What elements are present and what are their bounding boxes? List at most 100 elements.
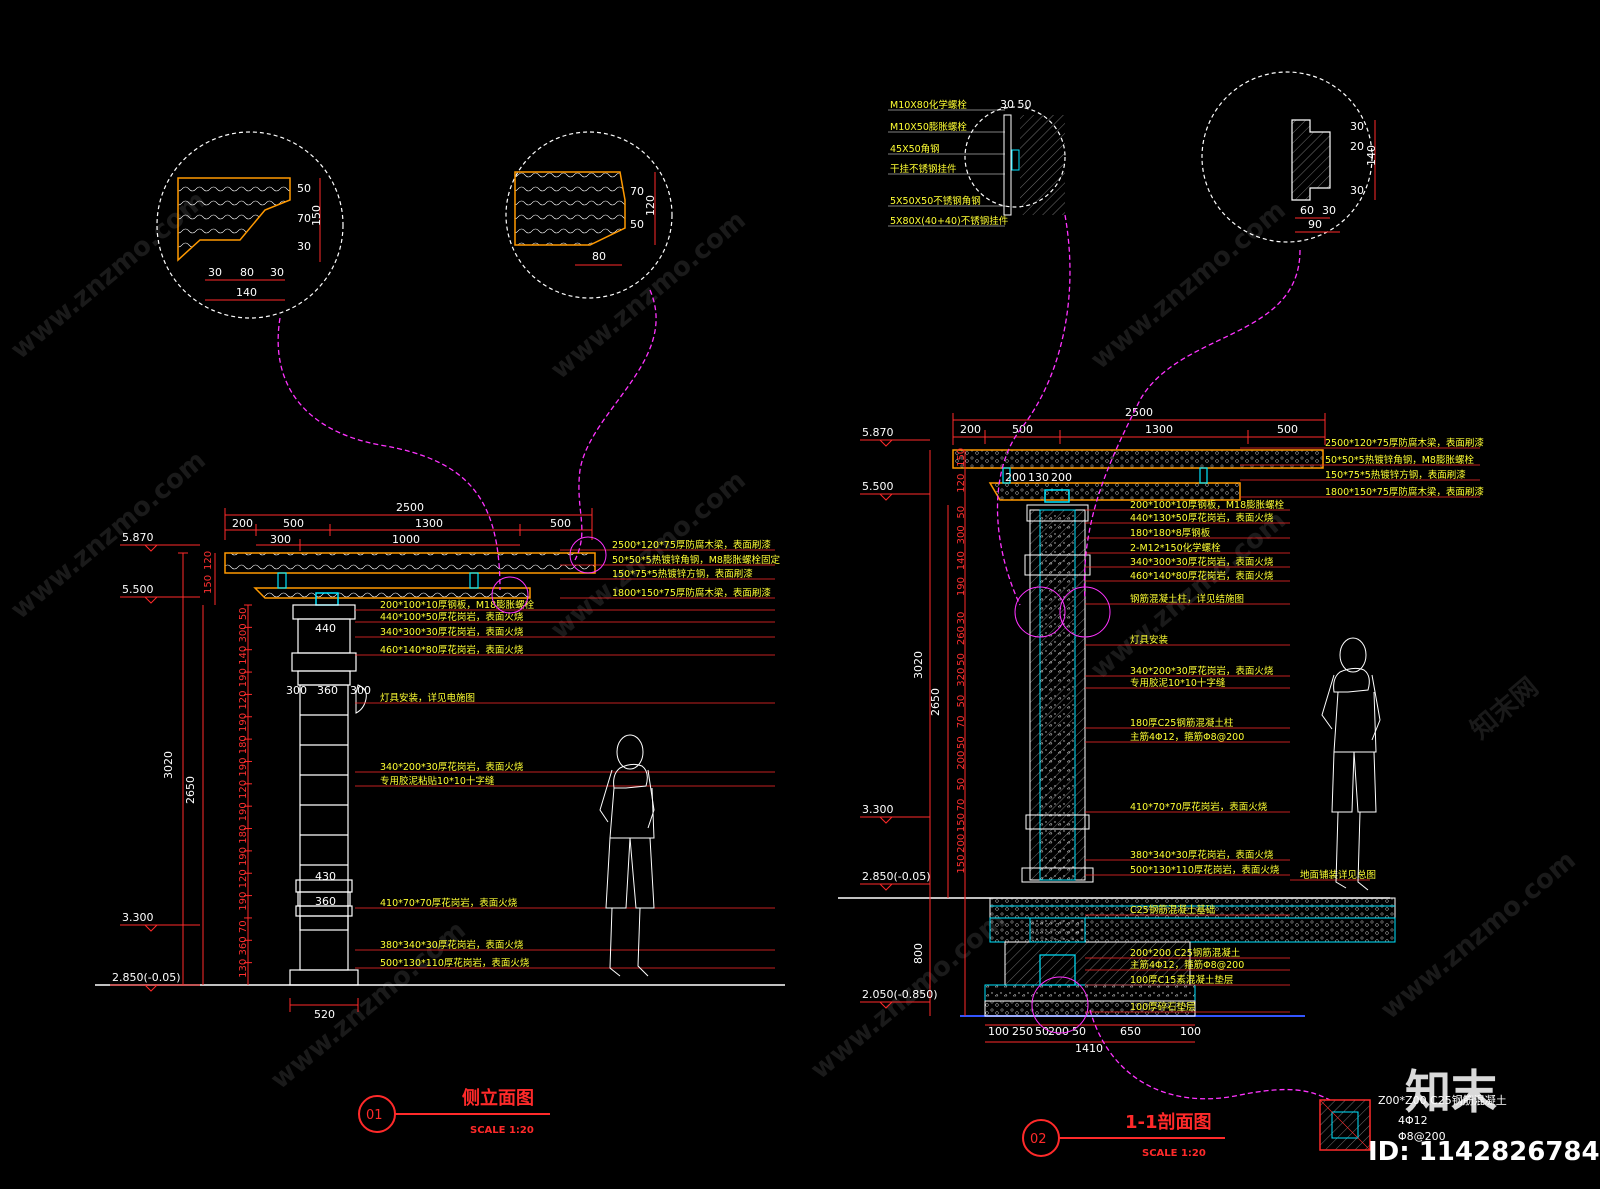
- detail-marker: [569, 536, 607, 574]
- detail-link-line: [277, 317, 501, 591]
- annotation-note: 340*300*30厚花岗岩，表面火烧: [1130, 556, 1274, 568]
- dimension-label: 1300: [415, 517, 443, 530]
- dimension-label: 800: [912, 943, 925, 964]
- dimension-label: 50: [956, 736, 967, 749]
- secondary-wood-beam: [253, 587, 531, 599]
- dimension-label: 130: [1028, 471, 1049, 484]
- detail-link-line: [1089, 1009, 1331, 1101]
- annotation-notes: 2500*120*75厚防腐木梁，表面刷漆50*50*5热镀锌角钢，M8膨胀螺栓…: [355, 539, 780, 969]
- annotation-note: 180厚C25钢筋混凝土柱: [1130, 717, 1234, 729]
- view-scale: SCALE 1:20: [470, 1125, 534, 1136]
- dimension-label: 190: [238, 802, 249, 821]
- dimension-label: 80: [240, 266, 254, 279]
- detail-marker: [491, 576, 529, 614]
- dimension-label: 50: [1072, 1025, 1086, 1038]
- dimension-label: 120: [203, 551, 214, 570]
- detail-link-line: [996, 214, 1071, 606]
- annotation-note: 440*100*50厚花岗岩，表面火烧: [380, 611, 524, 623]
- dimension-label: 180: [238, 825, 249, 844]
- watermark-text: www.znzmo.com: [1085, 195, 1291, 375]
- view-title-block: 01 侧立面图 SCALE 1:20: [358, 1087, 550, 1136]
- steel-angle: [1002, 467, 1011, 484]
- dimension-label: 120: [644, 195, 657, 216]
- top-dimension: 2500 200 500 1300 500 300 1000: [224, 501, 593, 551]
- dimension-label: 190: [238, 892, 249, 911]
- annotation-note: 200*100*10厚钢板，M18膨胀螺栓: [380, 599, 535, 611]
- column-section-legend: Z00*Z00 C25钢筋混凝土 4Φ12 Φ8@200: [1319, 1093, 1507, 1151]
- section-view: 2500 200 500 1300 500 200 130 200: [838, 71, 1507, 1159]
- dimension-label: 140: [956, 551, 967, 570]
- view-title: 侧立面图: [462, 1087, 534, 1109]
- dimension-label: 30: [1350, 120, 1364, 133]
- view-number: 01: [366, 1108, 383, 1123]
- dimension-label: 140: [1365, 145, 1378, 166]
- annotation-note: 地面铺装详见总图: [1300, 869, 1376, 881]
- dimension-label: 250: [1012, 1025, 1033, 1038]
- annotation-note: 1800*150*75厚防腐木梁，表面刷漆: [612, 587, 771, 599]
- dimension-label: 30: [270, 266, 284, 279]
- annotation-note: 340*200*30厚花岗岩，表面火烧: [380, 761, 524, 773]
- dimension-label: 150: [956, 813, 967, 832]
- dimension-label: 360: [238, 936, 249, 955]
- dimension-label: 2650: [184, 776, 197, 804]
- side-elevation-view: 2500 200 500 1300 500 300 1000: [95, 131, 785, 1136]
- dimension-label: 3020: [162, 751, 175, 779]
- dimension-label: 200: [1051, 471, 1072, 484]
- dimension-label: 360: [315, 895, 336, 908]
- dimension-label: 60: [1300, 204, 1314, 217]
- dimension-label: 300: [350, 684, 371, 697]
- annotation-note: 460*140*80厚花岗岩，表面火烧: [380, 644, 524, 656]
- annotation-note: 50*50*5热镀锌角钢，M8膨胀螺栓: [1325, 454, 1474, 466]
- dimension-label: 30: [956, 612, 967, 625]
- dimension-label: 50: [630, 218, 644, 231]
- foundation-width-dims: 100 250 50 200 50 650 100 1410: [985, 1024, 1201, 1055]
- dimension-label: 30: [1322, 204, 1336, 217]
- detail-callout-c: 30 50 M10X80化学螺栓M10X50膨胀螺栓45X50角钢干挂不锈钢挂件…: [888, 98, 1066, 227]
- dimension-label: 120: [238, 690, 249, 709]
- top-wood-beam: [952, 449, 1324, 469]
- dimension-label: 300: [956, 525, 967, 544]
- annotation-note: 灯具安装: [1130, 634, 1169, 646]
- dimension-label: 50: [956, 653, 967, 666]
- dimension-label: 500: [1012, 423, 1033, 436]
- height-dimensions: 3020 2650 120 150: [162, 551, 249, 986]
- dimension-label: 190: [238, 668, 249, 687]
- dimension-label: 100: [988, 1025, 1009, 1038]
- watermark-text: www.znzmo.com: [5, 445, 211, 625]
- dimension-label: 70: [956, 799, 967, 812]
- detail-label: 5X80X(40+40)不锈钢挂件: [890, 215, 1009, 227]
- height-dimensions: 3020 2650 800: [912, 450, 966, 1016]
- watermark-text: 知末网: [1465, 672, 1544, 745]
- annotation-note: 100厚C15素混凝土垫层: [1130, 974, 1233, 986]
- annotation-note: 灯具安装，详见电施图: [380, 692, 475, 704]
- annotation-note: 500*130*110厚花岗岩，表面火烧: [1130, 864, 1280, 876]
- annotation-note: 340*300*30厚花岗岩，表面火烧: [380, 626, 524, 638]
- level-label: 5.870: [122, 531, 154, 544]
- dimension-label: 30: [1350, 184, 1364, 197]
- dimension-label: 50: [238, 607, 249, 620]
- annotation-note: 钢筋混凝土柱，详见结施图: [1130, 593, 1244, 605]
- annotation-note: 460*140*80厚花岗岩，表面火烧: [1130, 570, 1274, 582]
- dimension-label: 150: [203, 575, 214, 594]
- detail-c-labels: M10X80化学螺栓M10X50膨胀螺栓45X50角钢干挂不锈钢挂件5X50X5…: [888, 99, 1009, 227]
- dimension-label: 180: [238, 735, 249, 754]
- dimension-label: 30 50: [1000, 98, 1032, 111]
- top-wood-beam: [224, 552, 596, 574]
- dimension-label: 650: [1120, 1025, 1141, 1038]
- dimension-label: 130: [238, 959, 249, 978]
- dimension-label: 200: [960, 423, 981, 436]
- level-label: 2.850(-0.05): [112, 971, 181, 984]
- detail-marker: [1031, 976, 1089, 1034]
- annotation-note: 410*70*70厚花岗岩，表面火烧: [380, 897, 518, 909]
- watermark-logo: 知末: [1405, 1065, 1497, 1119]
- steel-angle: [469, 572, 479, 589]
- annotation-note: 380*340*30厚花岗岩，表面火烧: [1130, 849, 1274, 861]
- annotation-note: 180*180*8厚钢板: [1130, 527, 1211, 539]
- dimension-label: 520: [314, 1008, 335, 1021]
- dimension-label: 200: [1005, 471, 1026, 484]
- annotation-note: 340*200*30厚花岗岩，表面火烧: [1130, 665, 1274, 677]
- dimension-label: 1300: [1145, 423, 1173, 436]
- dimension-label: 150: [956, 448, 967, 467]
- dimension-label: 50: [956, 695, 967, 708]
- dimension-label: 140: [236, 286, 257, 299]
